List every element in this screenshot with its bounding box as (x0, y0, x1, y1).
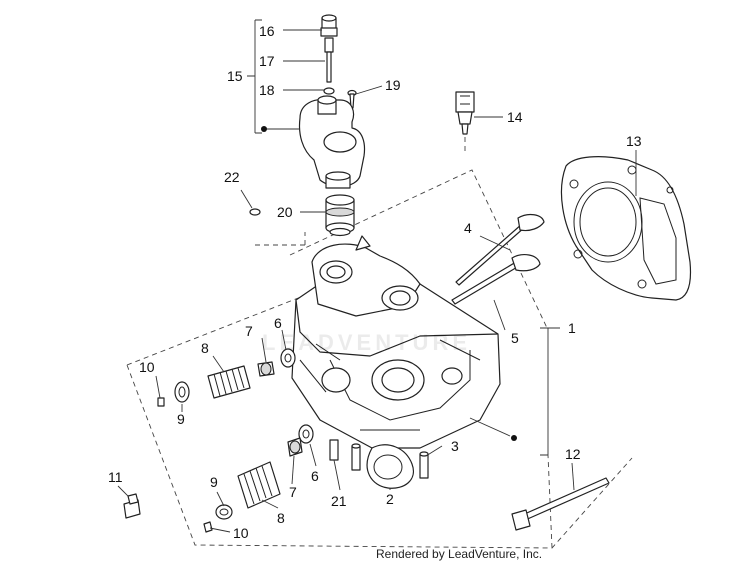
part-5-exhaust-valve (451, 254, 541, 305)
part-6-seal-upper (280, 348, 296, 368)
callout-6-upper: 6 (274, 315, 282, 331)
part-10-keeper-upper (157, 397, 165, 407)
callout-3: 3 (451, 438, 459, 454)
callout-7-upper: 7 (245, 323, 253, 339)
part-18-washer (323, 87, 335, 95)
part-22-washer (249, 208, 261, 216)
callout-9-lower: 9 (210, 474, 218, 490)
leader-lines (117, 29, 637, 533)
part-9-retainer-upper (174, 381, 190, 403)
render-credit: Rendered by LeadVenture, Inc. (376, 547, 543, 561)
callout-8-upper: 8 (201, 340, 209, 356)
part-8-spring-upper (207, 365, 251, 399)
callout-10-upper: 10 (139, 359, 155, 375)
callout-17: 17 (259, 53, 275, 69)
part-20-thermostat (325, 194, 355, 237)
group-1-bracket (540, 327, 560, 456)
part-17-valve (324, 37, 334, 83)
callout-1: 1 (568, 320, 576, 336)
part-2-exhaust-gasket (366, 444, 414, 489)
part-3-dowel-pins (351, 443, 429, 479)
callout-8-lower: 8 (277, 510, 285, 526)
callout-16: 16 (259, 23, 275, 39)
watermark: LEADVENTURE (262, 330, 472, 355)
callout-4: 4 (464, 220, 472, 236)
callout-6-lower: 6 (311, 468, 319, 484)
callout-9-upper: 9 (177, 411, 185, 427)
part-11-plug (123, 493, 141, 519)
callout-22: 22 (224, 169, 240, 185)
part-12-head-bolt (511, 477, 610, 531)
callout-10-lower: 10 (233, 525, 249, 541)
callout-labels: 16 17 15 18 19 14 13 22 20 4 1 5 7 6 8 1… (108, 23, 642, 541)
part-4-intake-valve (455, 213, 545, 286)
callout-15: 15 (227, 68, 243, 84)
part-9-retainer-lower (215, 504, 233, 520)
part-10-keeper-lower (203, 521, 213, 533)
part-13-head-gasket (560, 156, 692, 301)
part-16-cap (320, 14, 338, 37)
callout-19: 19 (385, 77, 401, 93)
part-7-seal-lower (287, 437, 303, 457)
callout-11: 11 (108, 469, 123, 485)
callout-7-lower: 7 (289, 484, 297, 500)
callout-2: 2 (386, 491, 394, 507)
part-7-seal-upper (257, 361, 275, 377)
callout-12: 12 (565, 446, 581, 462)
thermostat-housing (261, 95, 366, 189)
part-8-spring-lower (237, 461, 281, 509)
callout-14: 14 (507, 109, 523, 125)
callout-18: 18 (259, 82, 275, 98)
part-21-stud (329, 439, 339, 461)
part-14-temperature-sensor (455, 91, 475, 135)
callout-13: 13 (626, 133, 642, 149)
part-6-seal-lower (298, 424, 314, 444)
callout-20: 20 (277, 204, 293, 220)
callout-5: 5 (511, 330, 519, 346)
callout-21: 21 (331, 493, 347, 509)
group-15-bracket (247, 19, 262, 134)
cylinder-head (291, 235, 517, 449)
